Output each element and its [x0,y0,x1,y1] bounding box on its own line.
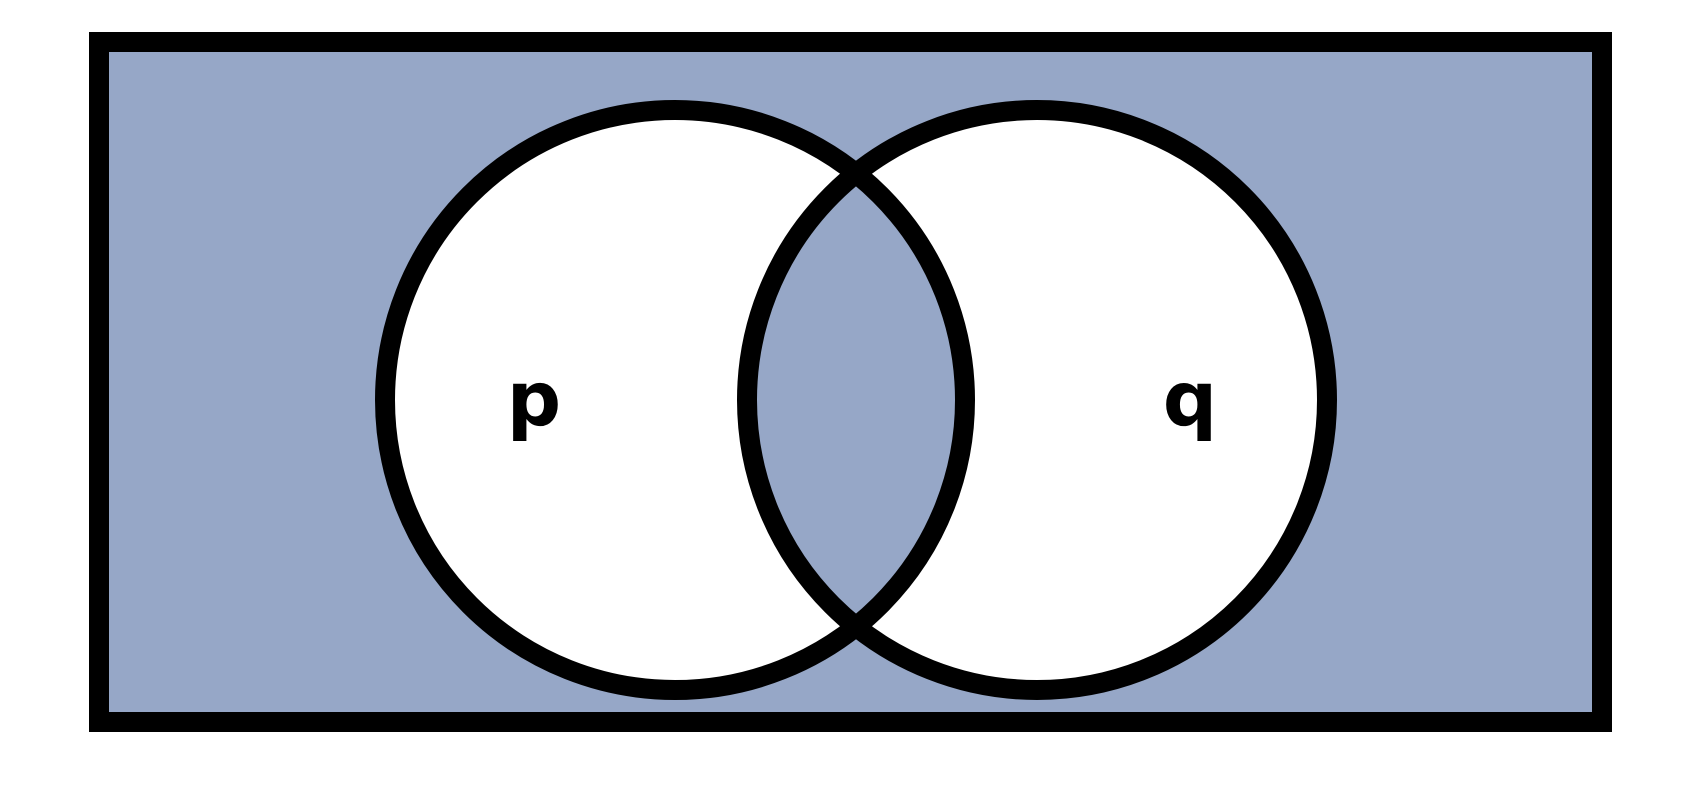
set-q-label: q [1163,354,1217,443]
intersection-region [747,110,965,690]
universe-outline [89,32,1612,732]
set-q-outline [737,100,1337,700]
set-p-outline [375,100,975,700]
set-p-label: p [507,354,561,443]
